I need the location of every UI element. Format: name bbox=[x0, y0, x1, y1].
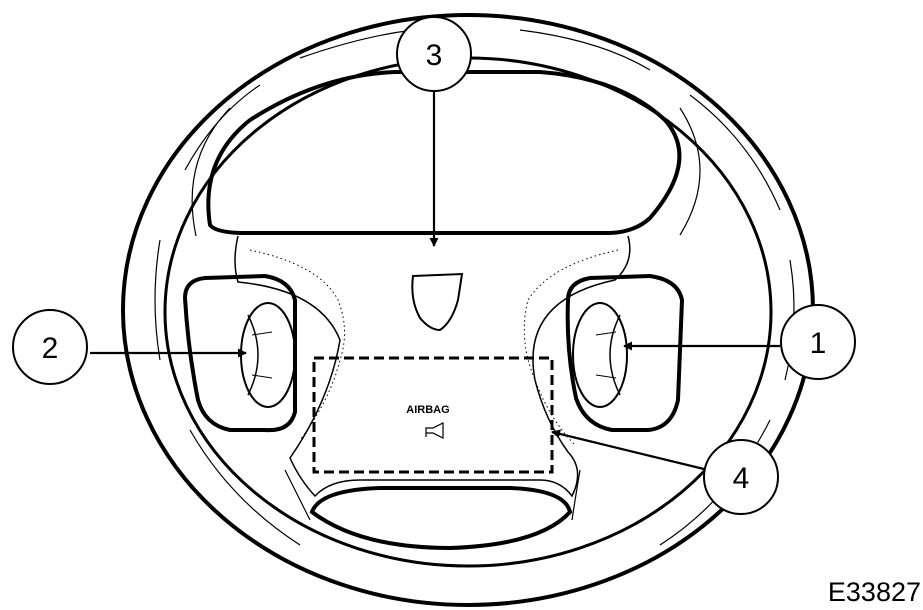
lower-opening bbox=[284, 469, 581, 551]
airbag-hub bbox=[234, 235, 631, 498]
callout-1-label: 1 bbox=[810, 327, 827, 360]
callout-3: 3 bbox=[396, 16, 472, 92]
callout-1: 1 bbox=[780, 304, 856, 380]
horn-icon bbox=[425, 422, 444, 439]
callout-3-label: 3 bbox=[426, 39, 443, 72]
arrow-4 bbox=[551, 429, 709, 472]
callout-4: 4 bbox=[703, 439, 779, 515]
callout-2-label: 2 bbox=[42, 332, 59, 365]
callout-2: 2 bbox=[12, 309, 88, 385]
leader-arrows bbox=[90, 92, 780, 472]
figure-id: E33827 bbox=[827, 577, 921, 607]
airbag-label: AIRBAG bbox=[406, 404, 449, 416]
emblem-icon bbox=[411, 272, 464, 332]
left-switch-pod bbox=[182, 273, 297, 433]
airbag-marking-area bbox=[312, 356, 554, 474]
right-switch-pod bbox=[565, 273, 685, 432]
callout-4-label: 4 bbox=[733, 462, 750, 495]
steering-wheel-rim bbox=[121, 13, 815, 607]
upper-opening bbox=[191, 70, 701, 237]
